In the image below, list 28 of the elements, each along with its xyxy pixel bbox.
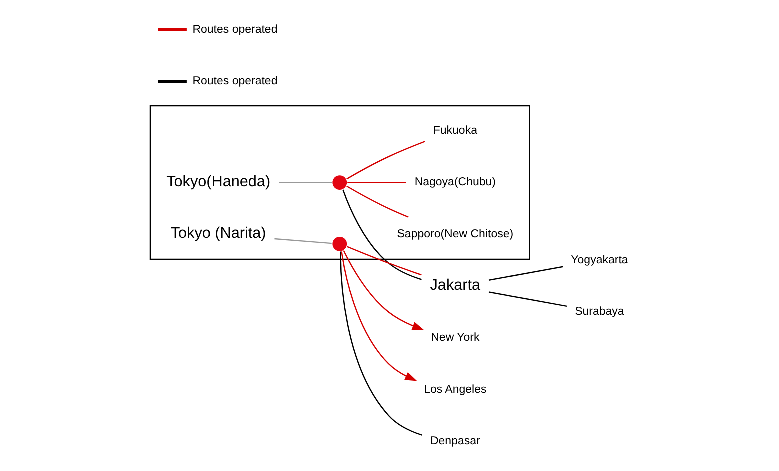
node-circle [332,174,348,191]
node-text: Surabaya [575,306,624,318]
connector [488,266,564,281]
node-text: Nagoya(Chubu) [414,176,496,189]
connector [340,252,422,436]
node-text: New York [431,332,480,344]
legend-label: Routes operated [192,76,278,88]
node-text: Yogyakarta [571,254,628,266]
node-text: Fukuoka [433,124,478,137]
node-text: Tokyo (Narita) [170,225,266,242]
arrow [341,252,418,382]
node-text: Jakarta [430,276,481,294]
node-text: Tokyo(Haneda) [166,173,271,190]
node-text: Los Angeles [424,384,487,396]
connector [274,238,332,244]
connector [279,182,332,184]
cluster [150,105,530,260]
connector [488,292,568,308]
connector [346,186,409,218]
connector [347,246,422,276]
connector [346,141,426,180]
node-text: Sapporo(New Chitose) [397,228,514,241]
legend-label: Routes operated [192,24,278,36]
node-circle [332,236,348,252]
connector [342,190,422,280]
connector [348,182,406,184]
node-text: Denpasar [430,436,480,448]
arrow [343,250,425,330]
